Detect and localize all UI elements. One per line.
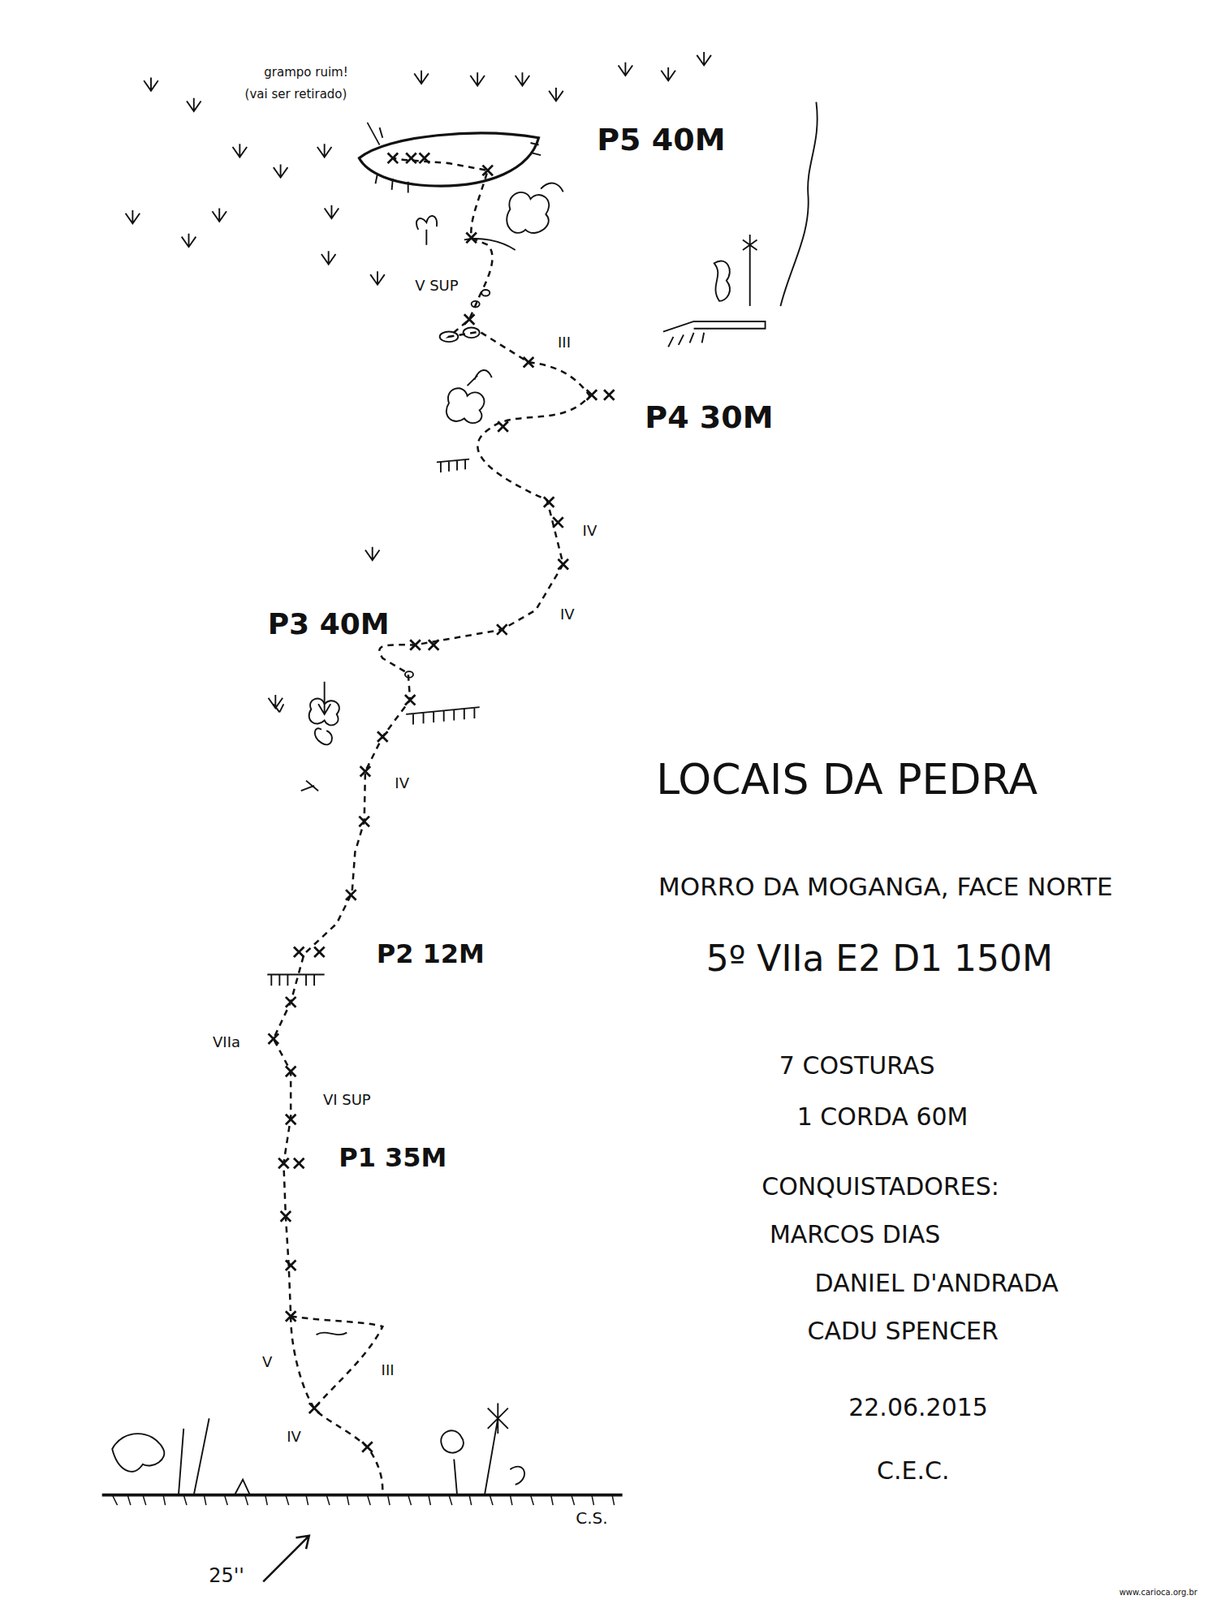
grade-label: IV — [557, 605, 578, 623]
title: LOCAIS DA PEDRA — [653, 756, 1040, 806]
belay-label: P2 12M — [374, 939, 488, 970]
grade-label: IV — [392, 775, 412, 793]
note: grampo ruim! — [261, 66, 350, 81]
credits-heading: CONQUISTADORES: — [759, 1172, 1002, 1201]
watermark: www.carioca.org.br — [1117, 1587, 1200, 1598]
grade-label: IV — [580, 522, 600, 540]
grade-label: III — [379, 1361, 397, 1379]
belay-label: P3 40M — [265, 607, 393, 641]
credit-name: MARCOS DIAS — [767, 1220, 943, 1249]
bolts — [268, 153, 615, 1453]
date: 22.06.2015 — [845, 1393, 991, 1423]
route-grade: 5º VIIa E2 D1 150M — [703, 938, 1056, 980]
belay-label: P4 30M — [642, 400, 776, 436]
grade-label: V SUP — [412, 277, 462, 295]
grade-label: VI SUP — [320, 1091, 374, 1109]
grade-label: III — [555, 334, 574, 352]
grade-label: VIIa — [210, 1034, 243, 1052]
belay-label: P1 35M — [336, 1143, 449, 1174]
gear-note: 7 COSTURAS — [776, 1052, 938, 1081]
approach-time: 25'' — [206, 1565, 247, 1588]
belay-label: P5 40M — [594, 123, 728, 160]
club-name: C.E.C. — [874, 1457, 952, 1486]
credit-name: DANIEL D'ANDRADA — [812, 1269, 1062, 1299]
author-initials: C.S. — [573, 1509, 610, 1528]
ledges — [267, 459, 479, 987]
credit-name: CADU SPENCER — [805, 1317, 1001, 1347]
grade-label: IV — [284, 1428, 304, 1446]
route-line — [273, 158, 591, 1490]
summit-ledge — [358, 122, 541, 194]
holds — [316, 289, 491, 1335]
subtitle: MORRO DA MOGANGA, FACE NORTE — [655, 873, 1116, 903]
gear-note: 1 CORDA 60M — [794, 1103, 971, 1132]
grade-label: V — [259, 1353, 275, 1371]
plants — [273, 183, 564, 792]
approach-arrow — [263, 1535, 310, 1583]
note: (vai ser retirado) — [242, 87, 350, 102]
ground — [102, 1402, 623, 1506]
